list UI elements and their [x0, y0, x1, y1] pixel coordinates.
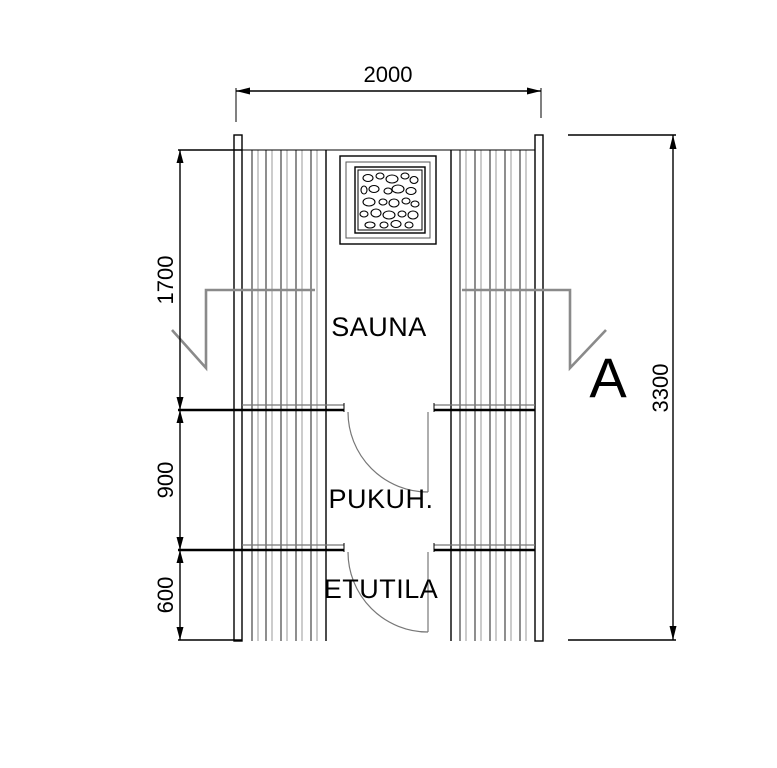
stove-stone — [388, 198, 400, 208]
stove-stone — [397, 210, 407, 218]
pukuh-height-label: 900 — [153, 462, 178, 499]
stove-stone — [410, 200, 420, 208]
stove-stone — [390, 219, 402, 229]
stove-stones — [359, 172, 420, 229]
stove-stone — [362, 173, 374, 183]
stove-stone — [382, 210, 396, 220]
stove-stone — [375, 172, 385, 180]
partition-walls — [178, 403, 535, 552]
bench-edges — [242, 149, 535, 641]
section-cut-line — [171, 288, 607, 372]
stove-stone — [368, 184, 380, 194]
room-label-etutila: ETUTILA — [324, 574, 439, 604]
total-height-dimension: 3300 — [568, 134, 677, 641]
stove-stone — [391, 184, 405, 194]
left-dimensions: 1700 900 600 — [153, 149, 242, 641]
stove-stone — [359, 210, 369, 218]
etutila-height-label: 600 — [153, 577, 178, 614]
stove-stone — [407, 210, 419, 220]
stove-stone — [400, 172, 410, 180]
width-dimension: 2000 — [235, 62, 542, 122]
sauna-stove — [339, 155, 437, 245]
right-bench-slats — [459, 150, 527, 641]
left-bench-slats — [251, 150, 318, 641]
stove-stone — [405, 186, 417, 196]
stove-stone — [383, 187, 393, 195]
sauna-height-label: 1700 — [153, 256, 178, 305]
stove-stone — [370, 208, 382, 218]
section-marker: A — [589, 346, 627, 409]
stove-stone — [362, 197, 376, 207]
outer-walls — [233, 134, 544, 642]
total-height-label: 3300 — [648, 364, 673, 413]
stove-stone — [379, 221, 389, 229]
door-sauna — [347, 411, 429, 493]
stove-stone — [360, 185, 368, 195]
room-label-sauna: SAUNA — [331, 312, 427, 342]
stove-stone — [404, 221, 414, 229]
width-dimension-label: 2000 — [364, 62, 413, 87]
door-entrance — [347, 551, 429, 633]
stove-stone — [409, 175, 419, 185]
stove-stone — [385, 174, 399, 184]
stove-stone — [378, 198, 388, 206]
stove-stone — [401, 197, 411, 205]
room-label-pukuh: PUKUH. — [328, 484, 433, 514]
stove-stone — [364, 221, 376, 229]
